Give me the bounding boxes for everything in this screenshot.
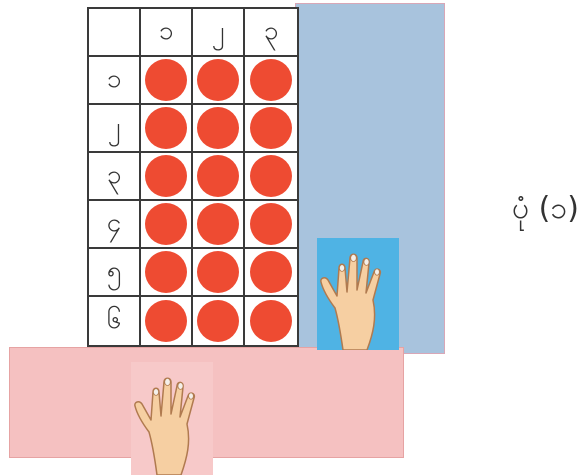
hand-icon (131, 362, 213, 475)
red-dot (145, 300, 187, 342)
hand-picture (317, 238, 399, 350)
figure-label: ပုံ (၁) (512, 188, 579, 233)
hand-picture (131, 362, 213, 475)
red-dot (145, 107, 187, 149)
red-dot (145, 203, 187, 245)
grid-dot-cell (141, 297, 193, 345)
grid-dot-cell (141, 105, 193, 153)
column-header: ၂ (193, 9, 245, 57)
red-dot (197, 300, 239, 342)
row-header: ၅ (89, 249, 141, 297)
row-header: ၁ (89, 57, 141, 105)
red-dot (145, 251, 187, 293)
grid-dot-cell (141, 153, 193, 201)
grid-dot-cell (141, 201, 193, 249)
red-dot (197, 251, 239, 293)
grid-dot-cell (193, 153, 245, 201)
grid-dot-cell (193, 297, 245, 345)
grid-corner-cell (89, 9, 141, 57)
row-header: ၂ (89, 105, 141, 153)
red-dot (145, 155, 187, 197)
red-dot (250, 300, 292, 342)
red-dot (145, 59, 187, 101)
red-dot (250, 59, 292, 101)
hand-icon (317, 238, 399, 350)
red-dot (250, 155, 292, 197)
red-dot (197, 107, 239, 149)
red-dot (250, 251, 292, 293)
grid-dot-cell (193, 57, 245, 105)
red-dot (250, 107, 292, 149)
column-header: ၁ (141, 9, 193, 57)
red-dot (250, 203, 292, 245)
grid-dot-cell (245, 153, 297, 201)
grid-dot-cell (245, 57, 297, 105)
grid-dot-cell (141, 57, 193, 105)
column-header: ၃ (245, 9, 297, 57)
row-header: ၃ (89, 153, 141, 201)
red-dot (197, 59, 239, 101)
grid-dot-cell (245, 249, 297, 297)
row-header: ၄ (89, 201, 141, 249)
row-header: ၆ (89, 297, 141, 345)
grid-dot-cell (193, 105, 245, 153)
grid-dot-cell (193, 249, 245, 297)
red-dot (197, 155, 239, 197)
grid-dot-cell (245, 105, 297, 153)
grid-dot-cell (141, 249, 193, 297)
multiplication-dot-grid: ၁ ၂ ၃ ၁ ၂ ၃ ၄ ၅ ၆ (87, 7, 299, 347)
grid-dot-cell (245, 297, 297, 345)
grid-dot-cell (193, 201, 245, 249)
grid-dot-cell (245, 201, 297, 249)
red-dot (197, 203, 239, 245)
